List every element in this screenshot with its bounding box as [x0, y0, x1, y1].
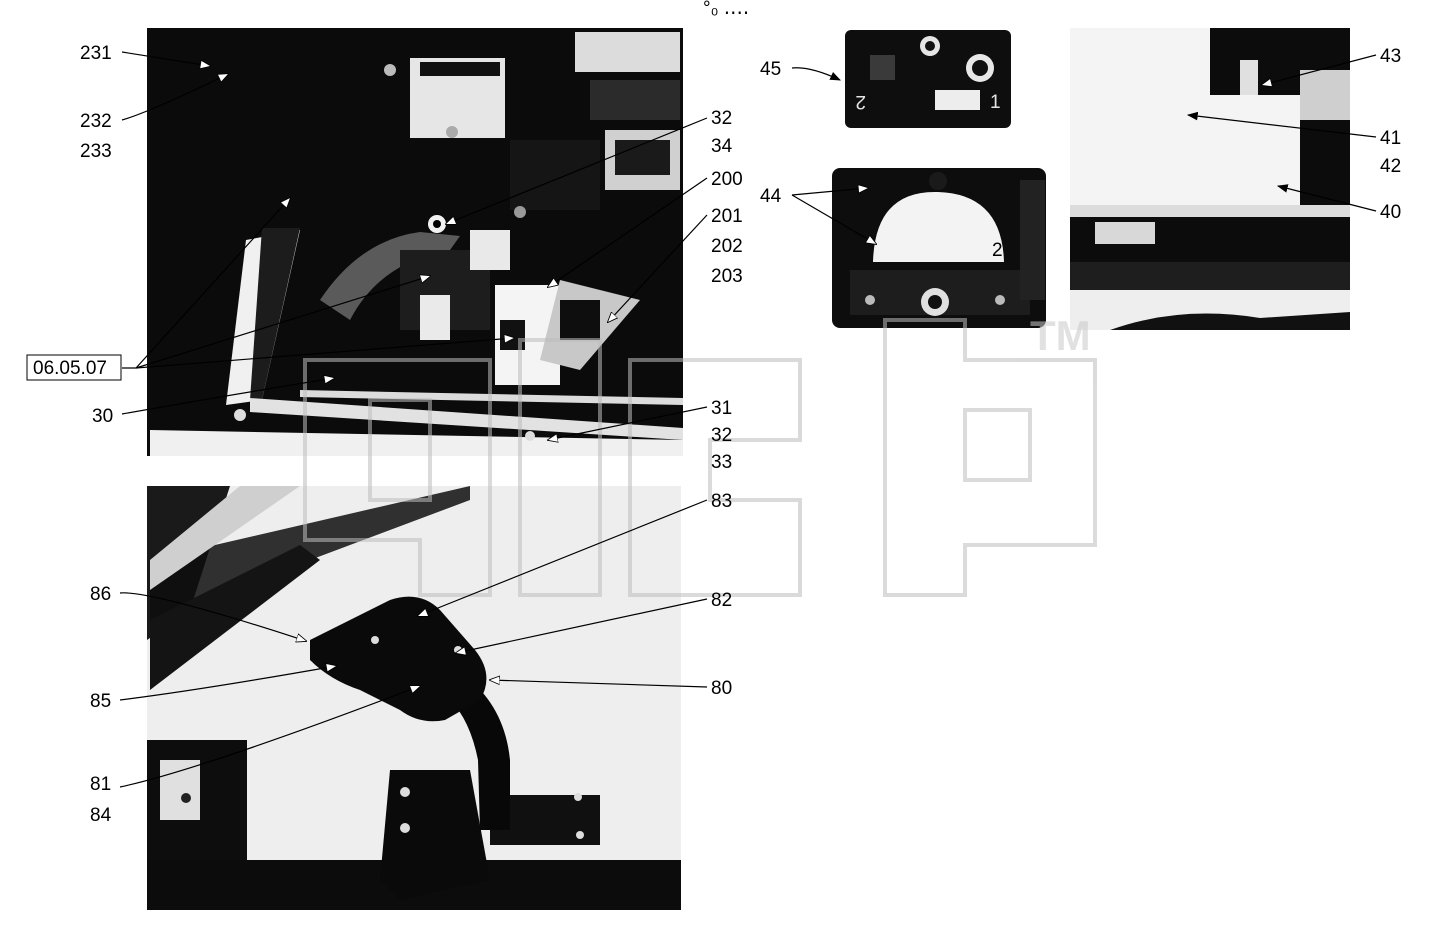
label-32-top: 32 — [711, 108, 732, 129]
label-42: 42 — [1380, 156, 1401, 177]
photo-top-left — [147, 28, 683, 456]
label-81: 81 — [90, 774, 111, 795]
label-233: 233 — [80, 141, 112, 162]
label-30: 30 — [92, 406, 113, 427]
label-84: 84 — [90, 805, 112, 826]
label-31: 31 — [711, 398, 732, 419]
label-40: 40 — [1380, 202, 1401, 223]
photo-switch-block: 2 1 — [845, 30, 1011, 128]
leader-lines — [119, 51, 1377, 788]
label-200: 200 — [711, 169, 743, 190]
dome-mark: 2 — [992, 240, 1003, 261]
label-ref-06-05-07: 06.05.07 — [33, 358, 107, 379]
label-231: 231 — [80, 43, 112, 64]
label-33: 33 — [711, 452, 732, 473]
photo-bottom-left — [147, 486, 681, 910]
callout-labels: 231 232 233 32 34 200 201 202 203 06.05.… — [26, 43, 1401, 826]
watermark-tm: TM — [1030, 312, 1091, 359]
label-203: 203 — [711, 266, 743, 287]
label-32-bottom: 32 — [711, 425, 732, 446]
ref-box — [26, 354, 122, 381]
label-202: 202 — [711, 236, 743, 257]
label-82: 82 — [711, 590, 732, 611]
switch-mark-b: 1 — [990, 92, 1001, 113]
watermark: TM — [303, 312, 1097, 597]
switch-mark-a: 2 — [855, 91, 866, 112]
label-34: 34 — [711, 136, 733, 157]
header-mark: °₀ ‥‥ — [703, 0, 749, 19]
label-44: 44 — [760, 186, 782, 207]
label-83: 83 — [711, 491, 732, 512]
label-80: 80 — [711, 678, 732, 699]
label-86: 86 — [90, 584, 111, 605]
label-43: 43 — [1380, 46, 1401, 67]
label-232: 232 — [80, 111, 112, 132]
label-201: 201 — [711, 206, 743, 227]
photo-dome-switch: 2 — [832, 168, 1046, 328]
label-41: 41 — [1380, 128, 1401, 149]
label-85: 85 — [90, 691, 111, 712]
photo-bracket — [1070, 28, 1350, 330]
label-45: 45 — [760, 59, 781, 80]
